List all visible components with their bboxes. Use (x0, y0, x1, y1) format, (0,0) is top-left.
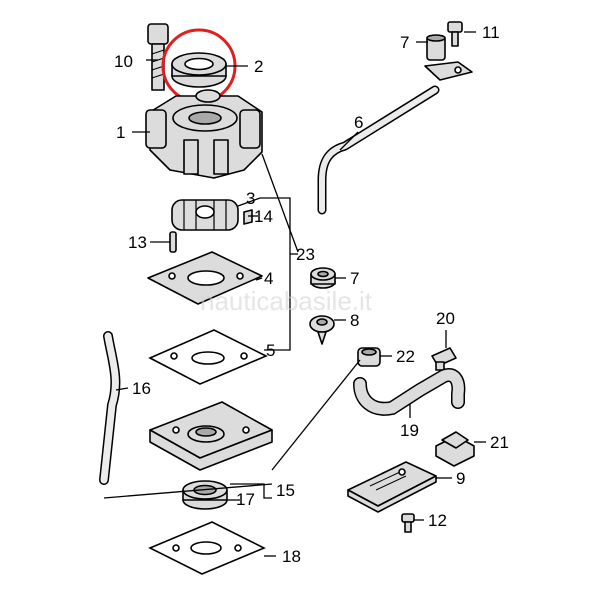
callout-9: 9 (456, 469, 465, 488)
callout-22: 22 (396, 347, 415, 366)
part-5-gasket[interactable] (148, 329, 268, 385)
callout-11: 11 (482, 23, 500, 42)
part-15-lower-plate[interactable] (149, 401, 273, 471)
part-11-screw[interactable] (447, 21, 463, 47)
leader-lines (103, 31, 486, 557)
part-9-cover[interactable] (347, 461, 437, 513)
callout-14: 14 (254, 207, 273, 226)
callout-16: 16 (132, 379, 151, 398)
part-14-key[interactable] (243, 209, 253, 225)
part-22-grommet[interactable] (357, 347, 381, 367)
part-21-filter[interactable] (435, 431, 475, 467)
callout-13: 13 (128, 233, 147, 252)
callout-12: 12 (428, 511, 447, 530)
callout-1: 1 (116, 123, 125, 142)
callout-4: 4 (264, 269, 273, 288)
part-16-water-tube[interactable] (99, 331, 121, 485)
part-20-plug[interactable] (431, 347, 457, 371)
part-17-seal[interactable] (182, 480, 228, 510)
callout-23: 23 (296, 245, 315, 264)
callout-5: 5 (266, 341, 275, 360)
part-13-pin[interactable] (169, 231, 177, 253)
callout-10: 10 (114, 52, 133, 71)
callout-7-lower: 7 (350, 269, 359, 288)
part-1-pump-case[interactable] (145, 89, 263, 179)
callout-8: 8 (350, 311, 359, 330)
callout-20: 20 (436, 309, 455, 328)
callout-7-top: 7 (400, 33, 409, 52)
part-12-screw[interactable] (401, 513, 415, 533)
part-8-seal[interactable] (309, 315, 335, 345)
callout-2: 2 (254, 57, 263, 76)
part-18-gasket[interactable] (148, 521, 266, 575)
callout-21: 21 (490, 433, 509, 452)
part-4-plate[interactable] (147, 251, 263, 305)
part-7-grommet-top[interactable] (426, 34, 446, 61)
callout-18: 18 (282, 547, 301, 566)
callout-17: 17 (236, 490, 255, 509)
callout-15: 15 (276, 481, 295, 500)
callout-3: 3 (246, 189, 255, 208)
watermark: nauticabasile.it (200, 286, 373, 316)
callout-19: 19 (400, 421, 419, 440)
part-19-hose[interactable] (353, 368, 466, 416)
part-7-grommet-lower[interactable] (310, 267, 336, 289)
part-2-seal[interactable] (171, 52, 227, 88)
part-6-water-pipe[interactable] (317, 61, 473, 215)
callout-6: 6 (354, 113, 363, 132)
part-3-impeller[interactable] (171, 199, 239, 231)
callout-numbers: 10 2 1 3 14 13 23 4 5 16 15 17 18 7 11 6… (114, 23, 509, 566)
